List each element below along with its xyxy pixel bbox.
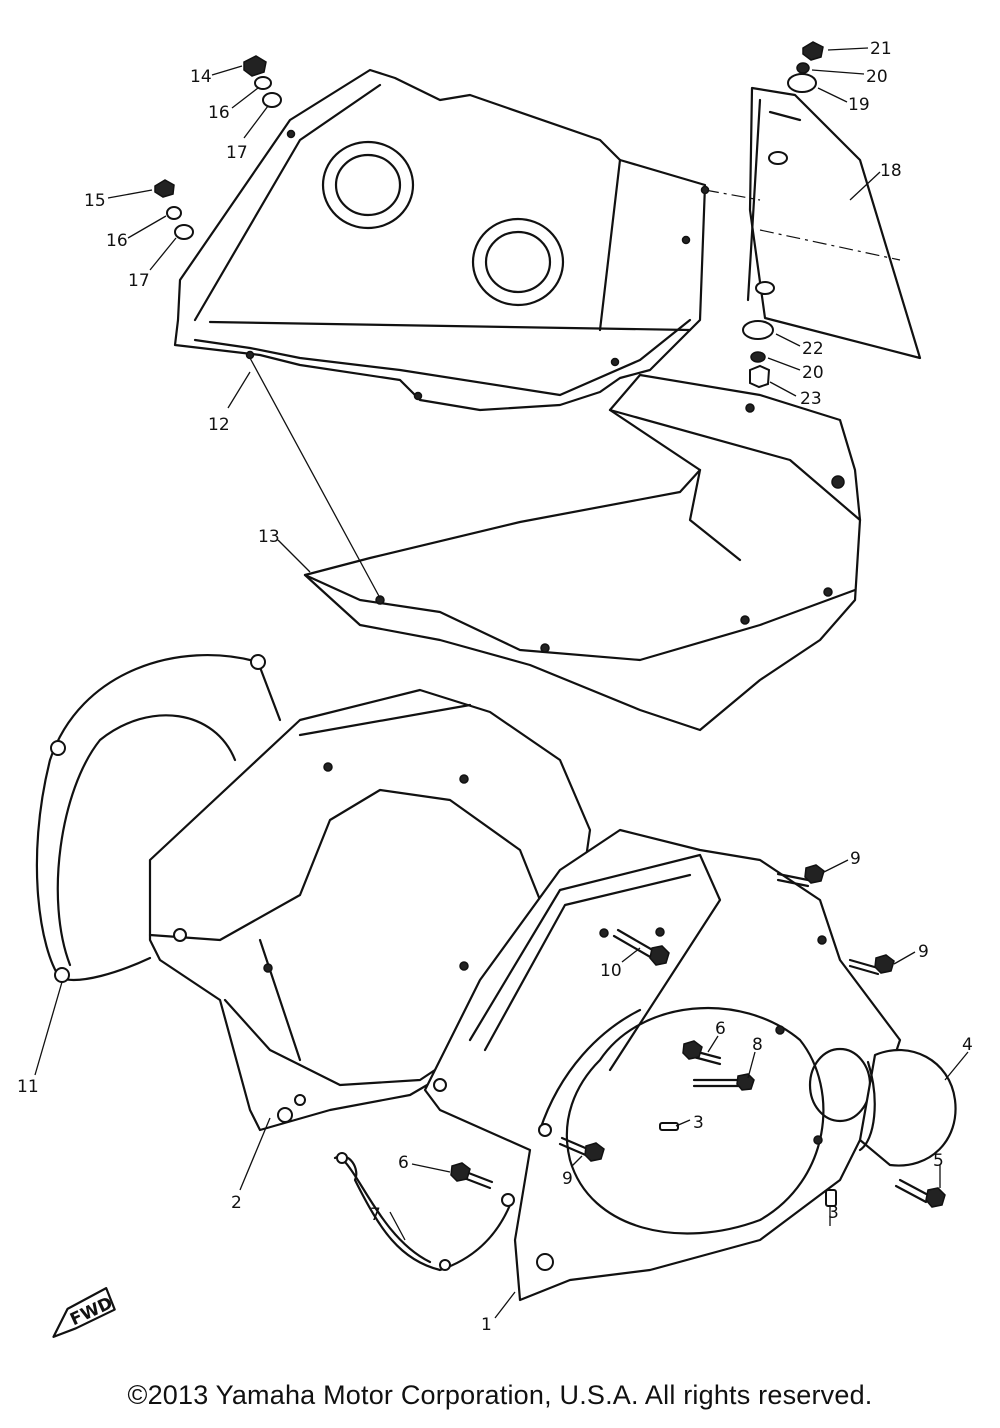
callout-3b: 3	[828, 1203, 839, 1223]
exploded-parts-diagram: FWD 1 2 3 3 4 5 6 6 7 8 9 9 9 10 11 12 1…	[17, 39, 973, 1339]
part-7-band	[333, 1152, 515, 1272]
forward-direction-badge: FWD	[52, 1287, 116, 1339]
callout-20: 20	[866, 67, 888, 87]
callout-15: 15	[84, 191, 106, 211]
part-11-gasket	[34, 654, 282, 1076]
callout-23: 23	[800, 389, 822, 409]
callout-20b: 20	[802, 363, 824, 383]
callout-labels: 1 2 3 3 4 5 6 6 7 8 9 9 9 10 11 12 13 14…	[17, 39, 973, 1335]
part-13-lower-cover	[249, 357, 862, 732]
callout-5: 5	[933, 1151, 944, 1171]
callout-18: 18	[880, 161, 902, 181]
callout-19: 19	[848, 95, 870, 115]
part-12-upper-cover	[173, 68, 710, 412]
callout-13: 13	[258, 527, 280, 547]
callout-12: 12	[208, 415, 230, 435]
callout-4: 4	[962, 1035, 973, 1055]
hardware	[154, 41, 946, 1208]
leader-lines	[107, 47, 969, 1241]
copyright-notice: ©2013 Yamaha Motor Corporation, U.S.A. A…	[127, 1380, 873, 1410]
callout-22: 22	[802, 339, 824, 359]
callout-6: 6	[715, 1019, 726, 1039]
part-1-housing	[423, 828, 902, 1319]
callout-7: 7	[370, 1205, 381, 1225]
callout-3: 3	[693, 1113, 704, 1133]
callout-9b: 9	[918, 942, 929, 962]
callout-17: 17	[226, 143, 248, 163]
callout-8: 8	[752, 1035, 763, 1055]
callout-21: 21	[870, 39, 892, 59]
callout-16: 16	[208, 103, 230, 123]
callout-11: 11	[17, 1077, 39, 1097]
callout-6b: 6	[398, 1153, 409, 1173]
callout-14: 14	[190, 67, 212, 87]
callout-10: 10	[600, 961, 622, 981]
part-4-cap	[808, 1047, 957, 1167]
callout-9c: 9	[562, 1169, 573, 1189]
callout-1: 1	[481, 1315, 492, 1335]
callout-9: 9	[850, 849, 861, 869]
callout-17b: 17	[128, 271, 150, 291]
callout-2: 2	[231, 1193, 242, 1213]
callout-16b: 16	[106, 231, 128, 251]
part-18-flap	[704, 86, 922, 360]
